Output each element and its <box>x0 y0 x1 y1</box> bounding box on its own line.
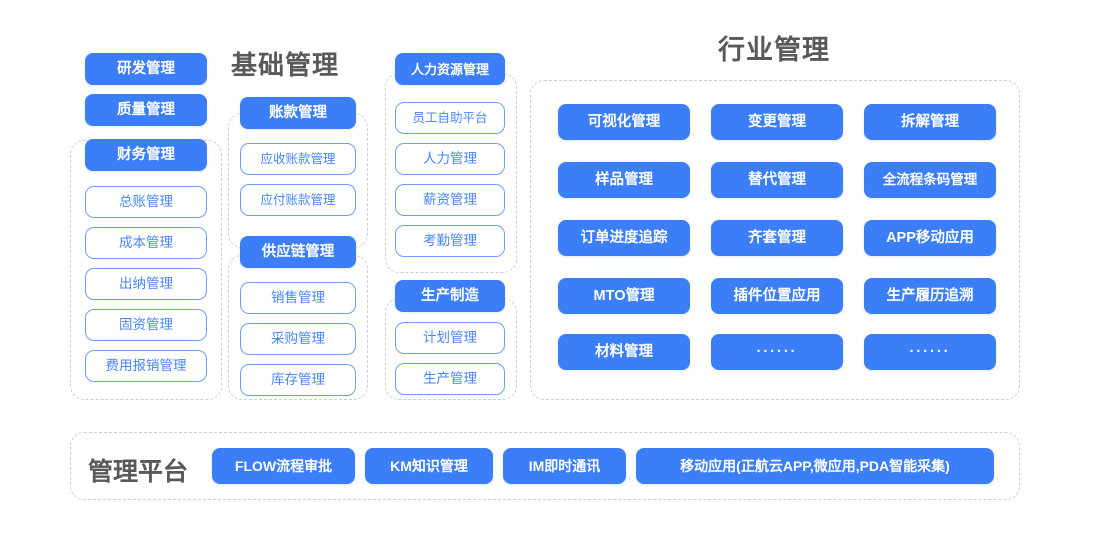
button-qinqin-guanli[interactable]: 考勤管理 <box>395 225 505 257</box>
button-quanliucheng-tiaoma-guanli[interactable]: 全流程条码管理 <box>864 162 996 198</box>
button-flow-liucheng-shenpi[interactable]: FLOW流程审批 <box>212 448 355 484</box>
button-yingfu-zhangkuan-guanli[interactable]: 应付账款管理 <box>240 184 356 216</box>
button-yidong-yingyong[interactable]: 移动应用(正航云APP,微应用,PDA智能采集) <box>636 448 994 484</box>
button-feiyongbaoxiao-guanli[interactable]: 费用报销管理 <box>85 350 207 382</box>
heading-jichu-guanli: 基础管理 <box>231 50 340 80</box>
button-guzi-guanli[interactable]: 固资管理 <box>85 309 207 341</box>
button-zongzhang-guanli[interactable]: 总账管理 <box>85 186 207 218</box>
industry-group-box <box>530 80 1020 400</box>
button-yuangong-zizhu-pingtai[interactable]: 员工自助平台 <box>395 102 505 134</box>
button-xinzi-guanli[interactable]: 薪资管理 <box>395 184 505 216</box>
button-dingdan-jindu-zhuizong[interactable]: 订单进度追踪 <box>558 220 690 256</box>
button-caigou-guanli[interactable]: 采购管理 <box>240 323 356 355</box>
platform-bar-box <box>70 432 1020 500</box>
button-mto-guanli[interactable]: MTO管理 <box>558 278 690 314</box>
button-chengben-guanli[interactable]: 成本管理 <box>85 227 207 259</box>
label-guanli-pingtai: 管理平台 <box>88 458 189 486</box>
button-cailiao-guanli[interactable]: 材料管理 <box>558 334 690 370</box>
button-shengchan-guanli[interactable]: 生产管理 <box>395 363 505 395</box>
button-im-jishi-tongxun[interactable]: IM即时通讯 <box>503 448 626 484</box>
button-xiaoshou-guanli[interactable]: 销售管理 <box>240 282 356 314</box>
button-yingshou-zhangkuan-guanli[interactable]: 应收账款管理 <box>240 143 356 175</box>
button-jihua-guanli[interactable]: 计划管理 <box>395 322 505 354</box>
button-yanfa-guanli[interactable]: 研发管理 <box>85 53 207 85</box>
button-caiwu-guanli[interactable]: 财务管理 <box>85 139 207 171</box>
heading-hangye-guanli: 行业管理 <box>718 35 830 65</box>
button-chajian-weizhi-yingyong[interactable]: 插件位置应用 <box>711 278 843 314</box>
zhangkuan-group-box <box>228 113 368 248</box>
button-more-column-2[interactable]: ······ <box>711 334 843 370</box>
button-chuna-guanli[interactable]: 出纳管理 <box>85 268 207 300</box>
button-zhiliang-guanli[interactable]: 质量管理 <box>85 94 207 126</box>
button-qitao-guanli[interactable]: 齐套管理 <box>711 220 843 256</box>
button-shengchan-lvli-zhuisu[interactable]: 生产履历追溯 <box>864 278 996 314</box>
button-tidai-guanli[interactable]: 替代管理 <box>711 162 843 198</box>
button-chaijie-guanli[interactable]: 拆解管理 <box>864 104 996 140</box>
button-more-column-3[interactable]: ······ <box>864 334 996 370</box>
button-biangeng-guanli[interactable]: 变更管理 <box>711 104 843 140</box>
button-app-yidong-yingyong[interactable]: APP移动应用 <box>864 220 996 256</box>
button-renliziyuan-guanli[interactable]: 人力资源管理 <box>395 53 505 85</box>
button-yangpin-guanli[interactable]: 样品管理 <box>558 162 690 198</box>
button-kucun-guanli[interactable]: 库存管理 <box>240 364 356 396</box>
button-shengchan-zhizao[interactable]: 生产制造 <box>395 280 505 312</box>
button-zhangkuan-guanli[interactable]: 账款管理 <box>240 97 356 129</box>
button-gongyinglian-guanli[interactable]: 供应链管理 <box>240 236 356 268</box>
button-keshihua-guanli[interactable]: 可视化管理 <box>558 104 690 140</box>
button-renli-guanli[interactable]: 人力管理 <box>395 143 505 175</box>
button-km-zhishi-guanli[interactable]: KM知识管理 <box>365 448 493 484</box>
